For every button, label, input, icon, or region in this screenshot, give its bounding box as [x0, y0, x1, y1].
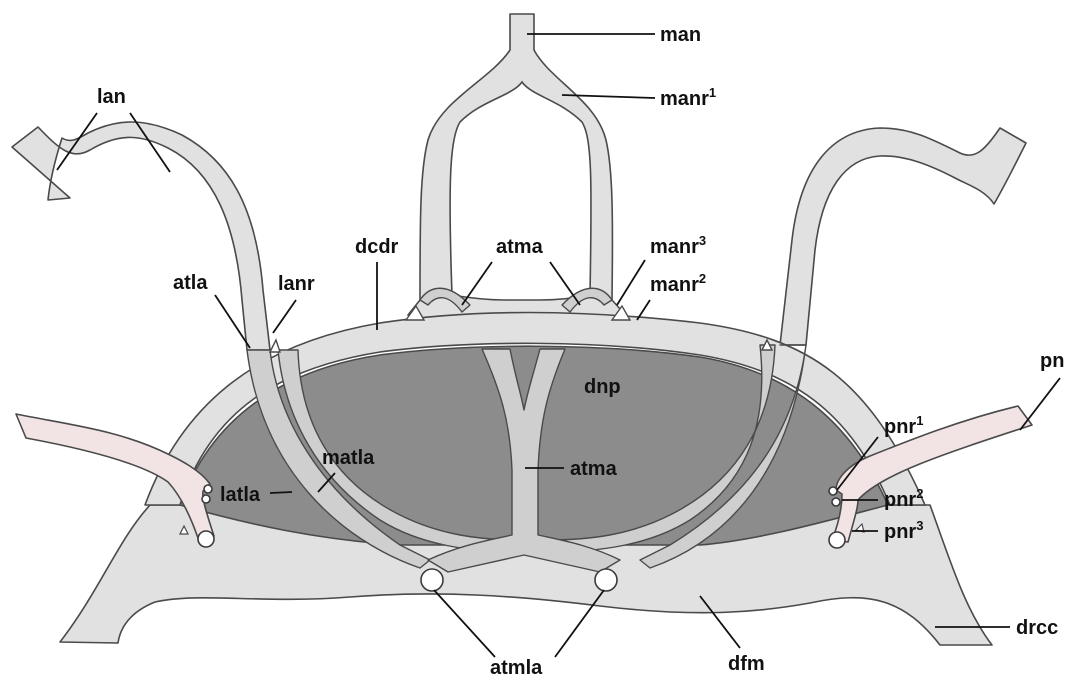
label-drcc: drcc — [1016, 617, 1058, 639]
atmla-left-root-circle — [421, 569, 443, 591]
pnr2-root-circle — [832, 498, 840, 506]
label-atmla: atmla — [490, 657, 543, 679]
label-manr3: manr3 — [650, 233, 706, 258]
label-man: man — [660, 24, 701, 46]
label-dnp: dnp — [584, 376, 621, 398]
right-side-nerve-shape — [780, 128, 1026, 345]
man-inner-gap — [450, 82, 591, 300]
atmla-leader-left — [434, 590, 495, 657]
atmla-right-root-circle — [595, 569, 617, 591]
pnr1-root-circle — [829, 487, 837, 495]
label-manr2: manr2 — [650, 271, 706, 296]
label-atla: atla — [173, 272, 208, 294]
label-matla: matla — [322, 447, 375, 469]
latla-leader — [270, 492, 292, 493]
label-latla: latla — [220, 484, 261, 506]
label-lan: lan — [97, 86, 126, 108]
lanr-leader — [273, 300, 296, 333]
left-nerve-root-small-2 — [202, 495, 210, 503]
manr3-leader — [617, 260, 645, 305]
left-nerve-root-small-1 — [204, 485, 212, 493]
label-pnr1: pnr1 — [884, 413, 923, 438]
label-dfm: dfm — [728, 653, 765, 675]
pn-leader — [1020, 378, 1060, 430]
label-manr1: manr1 — [660, 85, 716, 110]
label-pn: pn — [1040, 350, 1064, 372]
lanr-root-triangle — [270, 340, 280, 352]
label-atma-center: atma — [570, 458, 618, 480]
left-nerve-root-circle — [198, 531, 214, 547]
label-lanr: lanr — [278, 273, 315, 295]
lan-nerve-shape — [12, 122, 270, 350]
label-atma-top: atma — [496, 236, 544, 258]
pnr3-root-circle — [829, 532, 845, 548]
label-dcdr: dcdr — [355, 236, 399, 258]
